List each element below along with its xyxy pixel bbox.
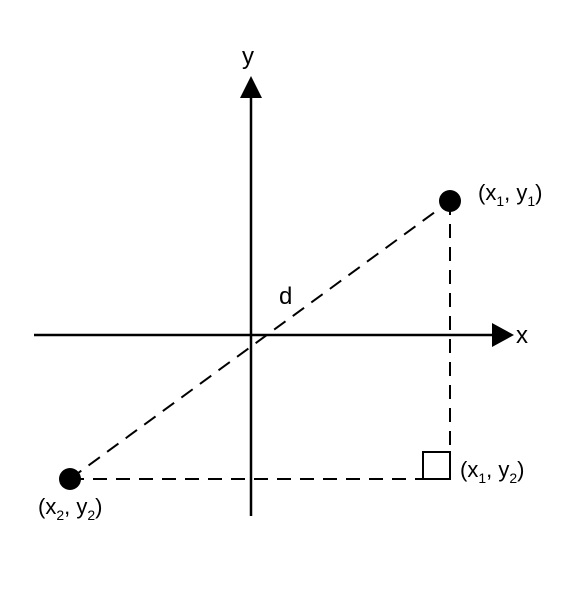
right-angle-marker (422, 451, 451, 480)
distance-label: d (279, 283, 292, 310)
x-axis-label: x (516, 322, 528, 349)
y-axis-arrowhead (240, 76, 262, 98)
distance-line (69, 200, 451, 480)
point-2-dot (59, 468, 81, 490)
point-1-label: (x1, y1) (478, 180, 542, 209)
corner-point-label: (x1, y2) (460, 457, 524, 486)
y-axis-label: y (242, 43, 254, 70)
x-axis-arrowhead (492, 323, 514, 347)
point-2-label: (x2, y2) (38, 494, 102, 523)
point-1-dot (439, 190, 461, 212)
